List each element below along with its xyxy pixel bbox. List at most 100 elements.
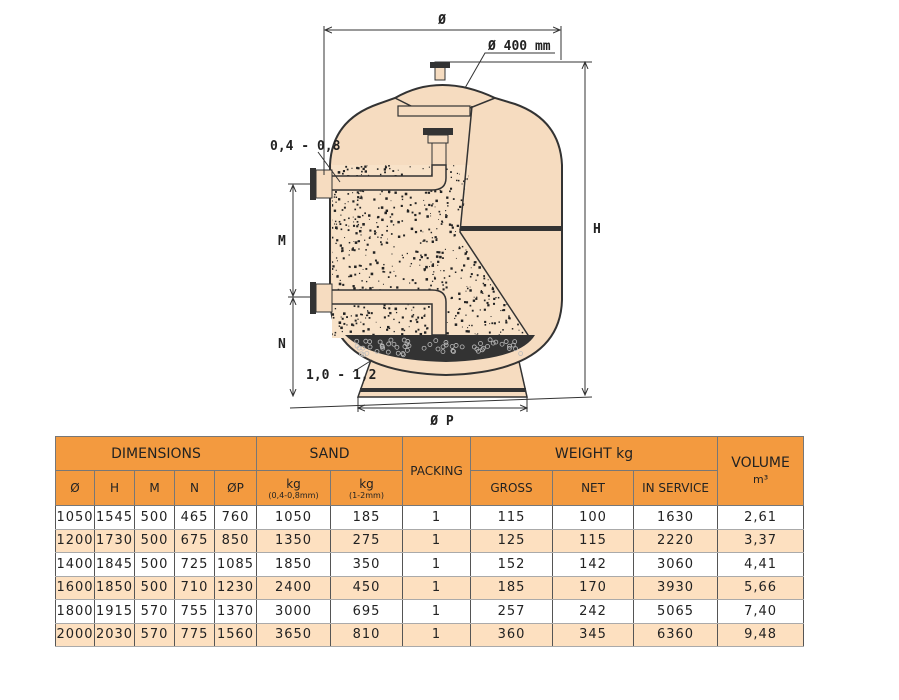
table-cell: 1 — [402, 552, 472, 577]
table-cell: 1 — [402, 505, 472, 530]
table-cell: 450 — [329, 575, 404, 600]
table-cell: 1630 — [633, 505, 719, 530]
table-cell: 1370 — [214, 599, 257, 624]
table-cell: 2,61 — [717, 505, 805, 530]
diameter-label: Ø — [437, 13, 446, 28]
table-cell: 170 — [552, 575, 635, 600]
table-cell: 350 — [329, 552, 404, 577]
table-cell: 1 — [402, 622, 472, 647]
m-label: M — [278, 234, 286, 249]
table-cell: 760 — [214, 505, 257, 530]
table-cell: 1350 — [256, 528, 331, 553]
table-cell: 1 — [402, 575, 472, 600]
table-cell: 3060 — [633, 552, 719, 577]
table-cell: 500 — [134, 528, 175, 553]
table-cell: 3650 — [256, 622, 331, 647]
col-sand-coarse: kg(1-2mm) — [329, 470, 404, 506]
dimensions-header: DIMENSIONS — [55, 436, 257, 471]
packing-header: PACKING — [402, 436, 472, 506]
table-cell: 1560 — [214, 622, 257, 647]
table-cell: 1400 — [55, 552, 95, 577]
table-cell: 810 — [329, 622, 404, 647]
col-diameter: Ø — [55, 470, 95, 506]
table-cell: 4,41 — [717, 552, 805, 577]
table-cell: 5,66 — [717, 575, 805, 600]
table-cell: 1230 — [214, 575, 257, 600]
col-m: M — [134, 470, 175, 506]
weight-header: WEIGHT kg — [470, 436, 719, 471]
specifications-table: DIMENSIONS SAND PACKING WEIGHT kg VOLUME… — [55, 436, 805, 647]
table-cell: 1915 — [94, 599, 135, 624]
n-label: N — [278, 337, 286, 352]
table-cell: 1085 — [214, 552, 257, 577]
table-cell: 1050 — [256, 505, 331, 530]
table-cell: 2000 — [55, 622, 95, 647]
table-cell: 185 — [470, 575, 554, 600]
col-gross: GROSS — [470, 470, 554, 506]
table-cell: 1850 — [94, 575, 135, 600]
sand-grain-label: 0,4 - 0,8 — [270, 139, 341, 154]
table-cell: 500 — [134, 552, 175, 577]
table-cell: 710 — [174, 575, 215, 600]
table-cell: 500 — [134, 505, 175, 530]
table-cell: 500 — [134, 575, 175, 600]
col-n: N — [174, 470, 215, 506]
table-cell: 465 — [174, 505, 215, 530]
table-cell: 185 — [329, 505, 404, 530]
table-cell: 5065 — [633, 599, 719, 624]
table-cell: 115 — [552, 528, 635, 553]
table-cell: 3000 — [256, 599, 331, 624]
col-sand-fine: kg(0,4-0,8mm) — [256, 470, 331, 506]
table-cell: 1 — [402, 528, 472, 553]
table-cell: 6360 — [633, 622, 719, 647]
height-label: H — [593, 222, 601, 237]
table-cell: 125 — [470, 528, 554, 553]
table-cell: 1845 — [94, 552, 135, 577]
tank-seam — [460, 226, 562, 231]
table-cell: 1730 — [94, 528, 135, 553]
table-cell: 1050 — [55, 505, 95, 530]
table-cell: 275 — [329, 528, 404, 553]
table-cell: 2400 — [256, 575, 331, 600]
table-cell: 1545 — [94, 505, 135, 530]
table-cell: 3930 — [633, 575, 719, 600]
table-cell: 360 — [470, 622, 554, 647]
table-cell: 115 — [470, 505, 554, 530]
table-cell: 142 — [552, 552, 635, 577]
table-cell: 257 — [470, 599, 554, 624]
table-cell: 570 — [134, 622, 175, 647]
top-opening-label: Ø 400 mm — [487, 39, 551, 54]
table-cell: 695 — [329, 599, 404, 624]
table-cell: 755 — [174, 599, 215, 624]
table-cell: 2030 — [94, 622, 135, 647]
table-cell: 1200 — [55, 528, 95, 553]
table-cell: 2220 — [633, 528, 719, 553]
table-cell: 1 — [402, 599, 472, 624]
table-cell: 242 — [552, 599, 635, 624]
col-net: NET — [552, 470, 635, 506]
col-h: H — [94, 470, 135, 506]
base-diameter-label: Ø P — [429, 414, 454, 429]
col-base-diameter: ØP — [214, 470, 257, 506]
table-cell: 3,37 — [717, 528, 805, 553]
table-cell: 9,48 — [717, 622, 805, 647]
sand-filter-diagram: Ø Ø 400 mm H M N Ø P 0,4 - 0,8 1,0 - 1,2 — [270, 13, 601, 429]
table-cell: 7,40 — [717, 599, 805, 624]
gravel-grain-label: 1,0 - 1,2 — [306, 368, 376, 383]
table-cell: 850 — [214, 528, 257, 553]
table-cell: 675 — [174, 528, 215, 553]
table-cell: 570 — [134, 599, 175, 624]
table-cell: 100 — [552, 505, 635, 530]
sand-header: SAND — [255, 436, 404, 471]
col-in-service: IN SERVICE — [633, 470, 719, 506]
table-cell: 345 — [552, 622, 635, 647]
table-cell: 725 — [174, 552, 215, 577]
table-cell: 1850 — [256, 552, 331, 577]
